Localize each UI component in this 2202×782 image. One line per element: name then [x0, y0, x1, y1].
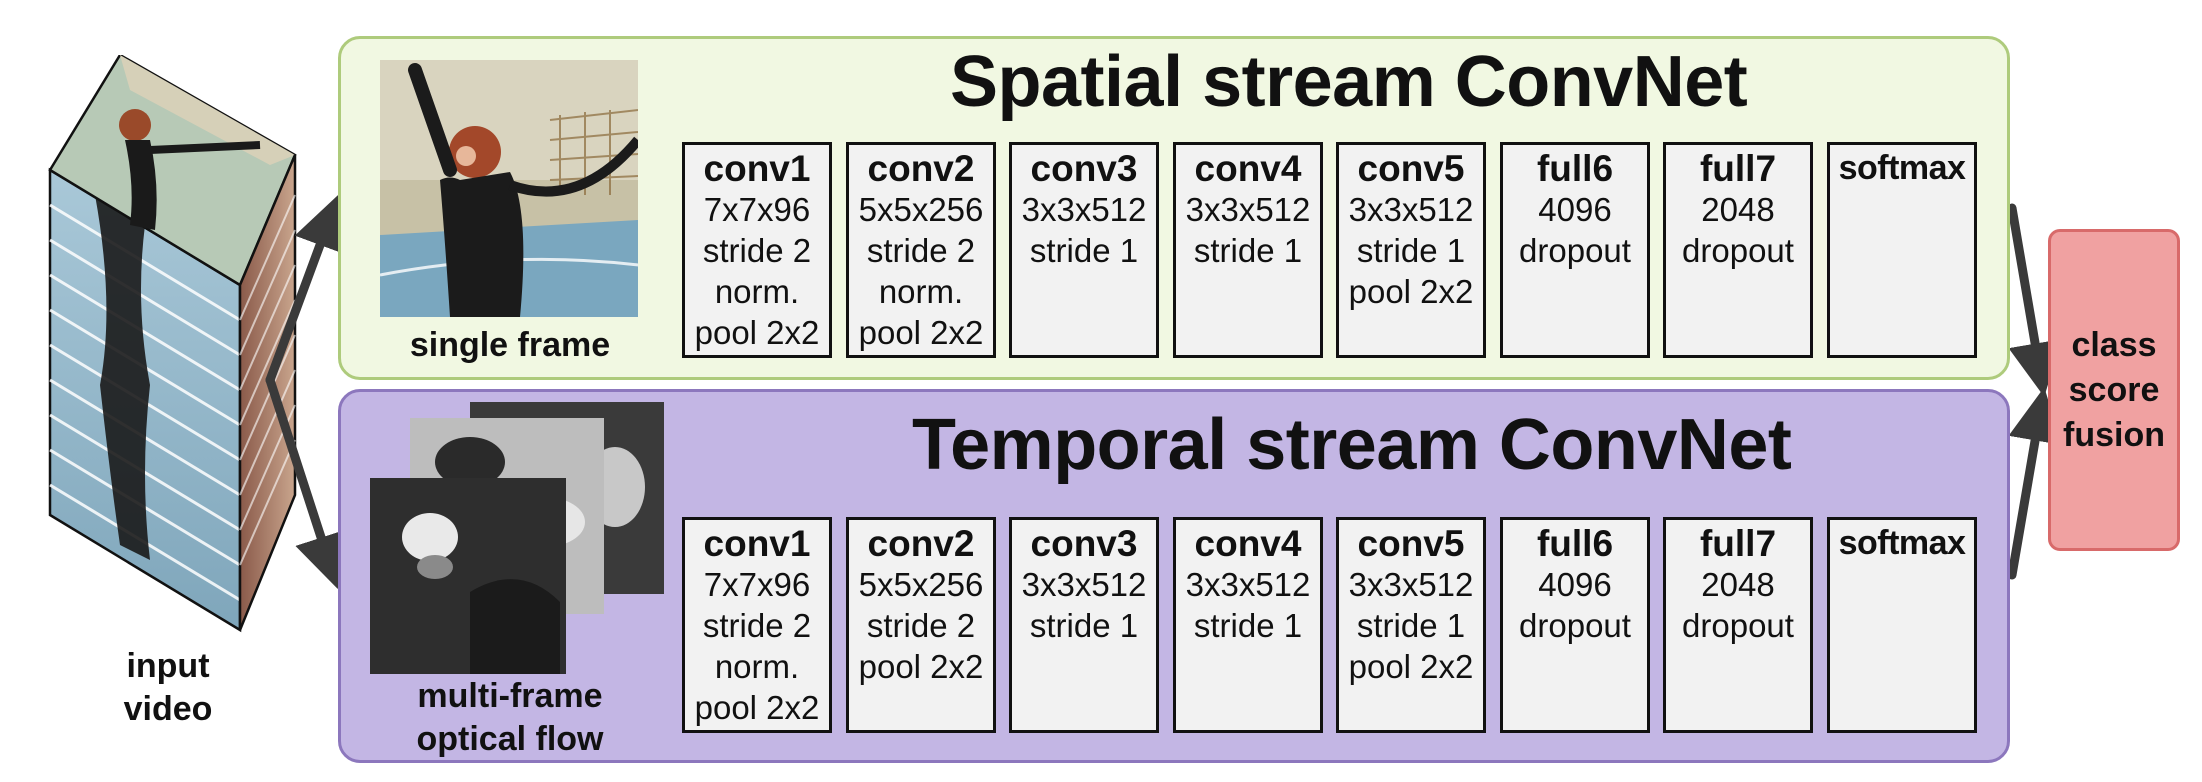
- layer-param: 7x7x96: [703, 191, 811, 228]
- layer-param: 3x3x512: [1348, 191, 1474, 228]
- layer-name: full6: [1536, 523, 1614, 564]
- layer-param: 3x3x512: [1348, 566, 1474, 603]
- layer-param: pool 2x2: [858, 314, 984, 351]
- layer-param: norm.: [714, 648, 800, 685]
- arrow-spatial-to-fusion: [2007, 203, 2062, 397]
- layer-param: dropout: [1519, 607, 1631, 644]
- layer-name: conv3: [1030, 523, 1138, 564]
- layer-param: stride 1: [1356, 232, 1466, 269]
- layer-param: 4096: [1538, 566, 1612, 603]
- spatial-stream-title: Spatial stream ConvNet: [950, 42, 1748, 122]
- layer-param: stride 2: [702, 607, 812, 644]
- layer-param: 7x7x96: [703, 566, 811, 603]
- layer-param: pool 2x2: [1348, 273, 1474, 310]
- layer-param: 5x5x256: [858, 191, 984, 228]
- layer-param: dropout: [1682, 607, 1794, 644]
- layer-name: full7: [1699, 523, 1777, 564]
- layer-name: conv2: [867, 148, 975, 189]
- layer-param: stride 1: [1193, 607, 1303, 644]
- layer-param: stride 2: [702, 232, 812, 269]
- layer-name: conv4: [1194, 523, 1302, 564]
- layer-param: 4096: [1538, 191, 1612, 228]
- single-frame-caption: single frame: [409, 326, 611, 364]
- input-video-caption: input video: [118, 645, 218, 731]
- arrow-temporal-to-fusion: [2007, 387, 2062, 580]
- layer-name: conv4: [1194, 148, 1302, 189]
- fusion-line1: class: [2071, 325, 2157, 364]
- optical-flow-caption-line2: optical flow: [416, 720, 604, 758]
- spatial-layer-softmax: softmax: [1827, 142, 1977, 358]
- input-caption-line2: video: [123, 690, 213, 728]
- input-caption-line1: input: [126, 647, 210, 685]
- layer-param: 3x3x512: [1021, 191, 1147, 228]
- layer-param: norm.: [714, 273, 800, 310]
- input-video-stack: [48, 55, 297, 633]
- layer-param: stride 2: [866, 232, 976, 269]
- layer-param: 3x3x512: [1021, 566, 1147, 603]
- layer-name: conv1: [703, 148, 811, 189]
- layer-name: conv5: [1357, 523, 1465, 564]
- single-frame-image: [380, 60, 638, 317]
- temporal-stream-title: Temporal stream ConvNet: [912, 405, 1792, 485]
- layer-param: pool 2x2: [694, 314, 820, 351]
- layer-name: full7: [1699, 148, 1777, 189]
- layer-param: pool 2x2: [858, 648, 984, 685]
- layer-name: conv2: [867, 523, 975, 564]
- layer-param: stride 1: [1029, 232, 1139, 269]
- layer-name: softmax: [1838, 524, 1966, 562]
- layer-name: conv5: [1357, 148, 1465, 189]
- layer-param: stride 1: [1356, 607, 1466, 644]
- layer-param: pool 2x2: [1348, 648, 1474, 685]
- arrow-to-spatial: [265, 194, 346, 385]
- layer-param: stride 1: [1029, 607, 1139, 644]
- layer-name: conv1: [703, 523, 811, 564]
- layer-param: pool 2x2: [694, 689, 820, 726]
- optical-flow-images: [370, 402, 664, 674]
- layer-param: 3x3x512: [1185, 566, 1311, 603]
- layer-param: norm.: [878, 273, 964, 310]
- temporal-layer-softmax: softmax: [1827, 517, 1977, 733]
- layer-param: dropout: [1519, 232, 1631, 269]
- layer-param: stride 1: [1193, 232, 1303, 269]
- layer-name: softmax: [1838, 149, 1966, 187]
- optical-flow-caption: multi-frame optical flow: [380, 675, 640, 761]
- class-score-fusion-box: class score fusion: [2048, 229, 2180, 551]
- arrow-to-temporal: [265, 375, 347, 589]
- fusion-line3: fusion: [2063, 415, 2165, 454]
- layer-param: 2048: [1701, 566, 1775, 603]
- layer-name: full6: [1536, 148, 1614, 189]
- layer-name: conv3: [1030, 148, 1138, 189]
- layer-param: 2048: [1701, 191, 1775, 228]
- layer-param: 3x3x512: [1185, 191, 1311, 228]
- optical-flow-caption-line1: multi-frame: [417, 677, 603, 715]
- layer-param: dropout: [1682, 232, 1794, 269]
- layer-param: 5x5x256: [858, 566, 984, 603]
- fusion-line2: score: [2068, 370, 2160, 409]
- layer-param: stride 2: [866, 607, 976, 644]
